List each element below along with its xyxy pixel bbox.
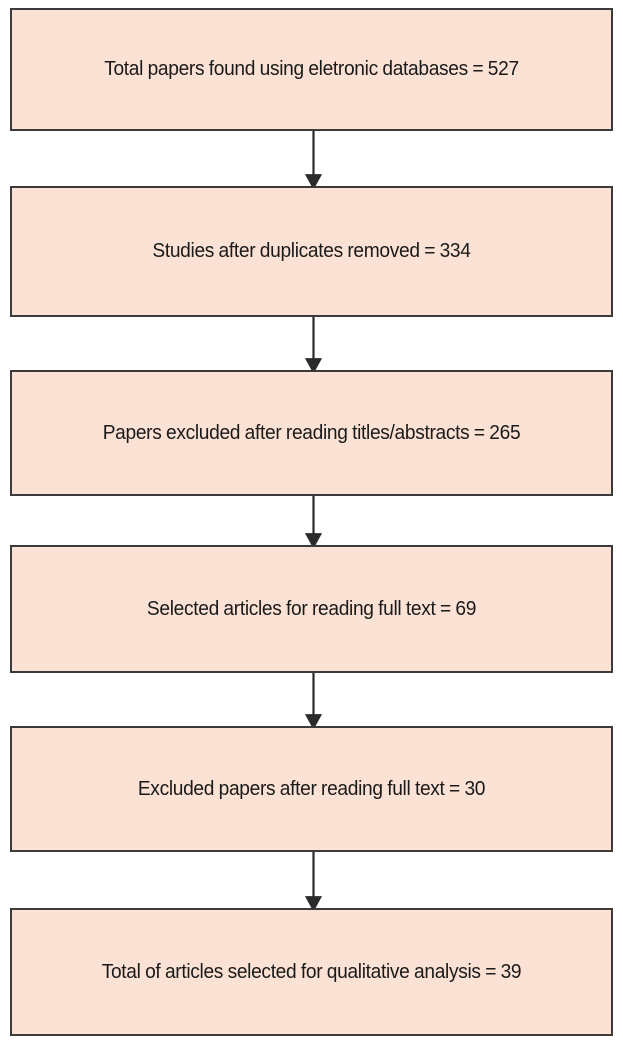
flow-node-total-articles-qualitative-analysis: Total of articles selected for qualitati… [10, 908, 613, 1036]
flow-node-label: Total of articles selected for qualitati… [101, 959, 522, 983]
flow-node-label: Studies after duplicates removed = 334 [152, 239, 471, 263]
flow-node-studies-after-duplicates-removed: Studies after duplicates removed = 334 [10, 186, 613, 317]
flow-node-label: Total papers found using eletronic datab… [104, 57, 519, 81]
flow-node-selected-articles-full-text: Selected articles for reading full text … [10, 545, 613, 673]
flow-node-excluded-papers-full-text: Excluded papers after reading full text … [10, 726, 613, 852]
flow-node-total-papers-found: Total papers found using eletronic datab… [10, 8, 613, 131]
flow-node-label: Papers excluded after reading titles/abs… [102, 420, 521, 444]
flow-node-label: Excluded papers after reading full text … [137, 776, 486, 800]
flow-node-papers-excluded-titles-abstracts: Papers excluded after reading titles/abs… [10, 370, 613, 496]
flow-node-label: Selected articles for reading full text … [146, 596, 477, 620]
